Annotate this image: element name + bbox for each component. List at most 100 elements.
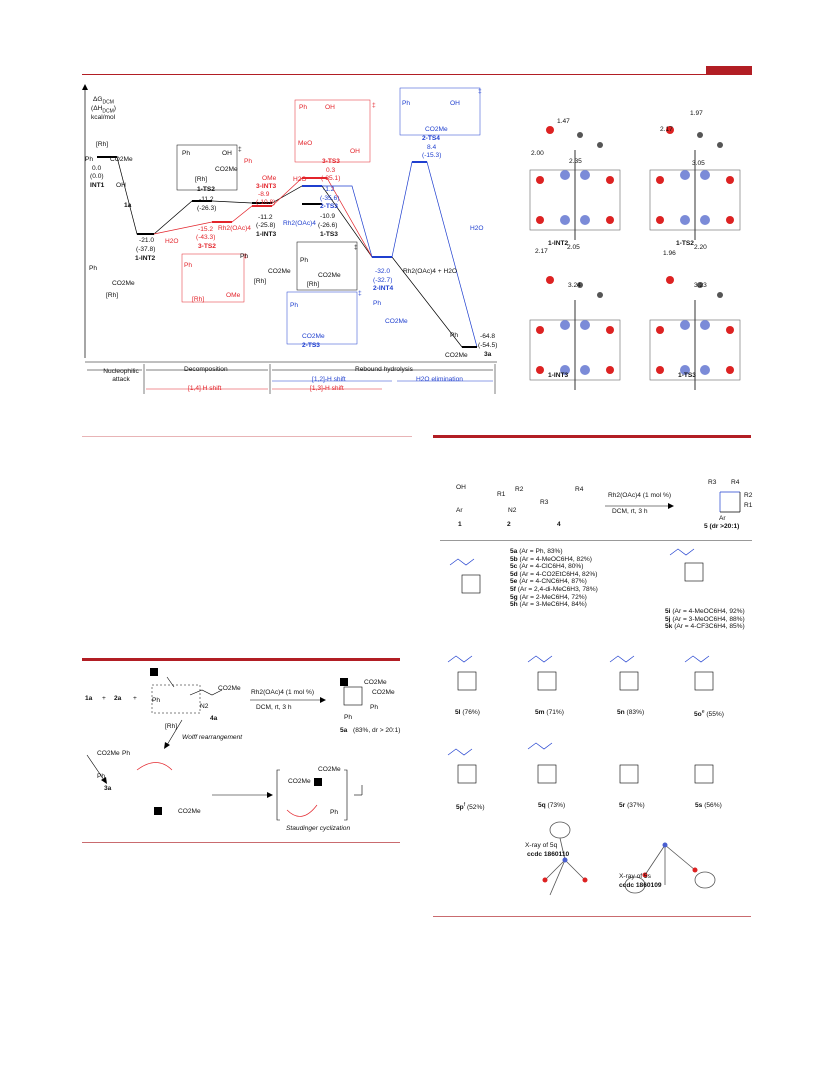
2ts4-name: 2-TS4: [422, 135, 440, 142]
phase-decomposition: Decomposition: [184, 366, 228, 373]
1ts3-g: -10.9: [320, 213, 336, 220]
list-item: 5b (Ar = 4-MeOC6H4, 82%): [510, 555, 592, 563]
energy-profile-diagram: [82, 84, 497, 394]
s2-name: 1-TS2: [676, 240, 694, 247]
axis-unit: kcal/mol: [91, 114, 116, 121]
s2-d1: 1.97: [690, 110, 703, 117]
1ts3-rh: [Rh]: [307, 281, 320, 288]
bottom-n2-4a: N2: [200, 703, 209, 710]
bottom-brk-co2me-2: CO2Me: [318, 766, 341, 773]
bottom-product: 5a: [340, 727, 348, 734]
mid-rule-left: [82, 436, 412, 437]
product-5o: 5oe (55%): [694, 709, 724, 719]
scheme-bottom: [86, 668, 363, 821]
s1-d3: 2.35: [569, 158, 582, 165]
list-item: 5a (Ar = Ph, 83%): [510, 548, 563, 555]
2int4-name: 2-INT4: [373, 285, 394, 292]
1ts3-mark: ‡: [354, 244, 358, 251]
list-item: 5i (Ar = 4-MeOC6H4, 92%): [665, 608, 745, 615]
1int2-co2me: CO2Me: [112, 280, 135, 287]
3ts2-g: -15.2: [198, 226, 214, 233]
top-reagent1-ar: Ar: [456, 507, 463, 514]
ts2-ph1: Ph: [182, 150, 191, 157]
bottom-ph-4a: Ph: [152, 697, 161, 704]
bottom-r2: 2a: [114, 695, 122, 702]
bottom-brk-ph: Ph: [330, 809, 339, 816]
product-5r: 5r (37%): [619, 802, 645, 809]
1int3-co2me: CO2Me: [268, 268, 291, 275]
top-reagent1: 1: [458, 521, 462, 528]
3a-ph: Ph: [450, 332, 459, 339]
2int4-co2me: CO2Me: [385, 318, 408, 325]
s1-d1: 1.47: [557, 118, 570, 125]
top-product-ar: Ar: [719, 515, 726, 522]
2ts4-oh: OH: [450, 100, 460, 107]
ts2-mark: ‡: [238, 146, 242, 153]
bottom-conditions-top: Rh2(OAc)4 (1 mol %): [251, 689, 315, 696]
3ts3-g: 0.3: [326, 167, 336, 174]
3a-co2me: CO2Me: [445, 352, 468, 359]
ts2-rh: [Rh]: [195, 176, 208, 183]
s1-name: 1-INT2: [548, 240, 569, 247]
bottom-product-co2me-1: CO2Me: [364, 679, 387, 686]
phase-h2o-elim: H2O elimination: [416, 376, 463, 383]
rh-cat-blue: Rh2(OAc)4: [283, 220, 316, 227]
bottom-product-ph2: Ph: [344, 714, 353, 721]
int2-h: (-37.8): [136, 246, 156, 253]
substrate-list-2: 5i (Ar = 4-MeOC6H4, 92%) 5j (Ar = 3-MeOC…: [665, 608, 745, 631]
s3-d3: 3.24: [568, 282, 581, 289]
substrate-list: 5a (Ar = Ph, 83%) 5b (Ar = 4-MeOC6H4, 82…: [510, 548, 598, 609]
ts2-name: 1-TS2: [197, 186, 215, 193]
1int3-rh: [Rh]: [254, 278, 267, 285]
int1-h: (0.0): [90, 173, 104, 180]
top-r4: R4: [575, 486, 584, 493]
bottom-int-ph2: Ph: [97, 773, 106, 780]
h2o-red-2: H2O: [293, 176, 307, 183]
int3-h: (-25.8): [256, 222, 276, 229]
product-5n: 5n (83%): [617, 709, 645, 716]
top-conditions-bottom: DCM, rt, 3 h: [612, 508, 648, 515]
list-item: 5c (Ar = 4-ClC6H4, 80%): [510, 563, 584, 571]
s4-d2: 1.96: [663, 250, 676, 257]
product-5l: 5l (76%): [455, 709, 480, 716]
int1-ph: Ph: [85, 156, 94, 163]
3ts2-h: (-43.3): [196, 234, 216, 241]
list-item: 5f (Ar = 2,4-di-MeC6H3, 78%): [510, 585, 598, 593]
int2-g: -21.0: [139, 237, 155, 244]
rh-cat-h2o: Rh2(OAc)4 + H2O: [403, 268, 458, 275]
bottom-plus-1: +: [102, 695, 106, 702]
2ts3-label-bottom: 2-TS3: [302, 342, 320, 349]
structures-3d: [529, 125, 741, 390]
2ts3-ph: Ph: [290, 302, 299, 309]
3ts2-rh: [Rh]: [192, 296, 205, 303]
list-item: 5j (Ar = 3-MeOC6H4, 88%): [665, 615, 745, 623]
s4-d1: 2.20: [694, 244, 707, 251]
3a-g: -64.8: [480, 333, 496, 340]
int1-rh: [Rh]: [96, 141, 109, 148]
bottom-wolff: Wolff rearrangement: [182, 734, 243, 741]
product-5s: 5s (56%): [695, 802, 722, 809]
list-item: 5k (Ar = 4-CF3C6H4, 85%): [665, 623, 745, 631]
bottom-product-yield: (83%, dr > 20:1): [353, 727, 401, 734]
bottom-staudinger: Staudinger cyclization: [286, 825, 351, 832]
2int4-h: (-32.7): [373, 277, 393, 284]
list-item: 5g (Ar = 2-MeC6H4, 72%): [510, 593, 587, 601]
axis-label-h: (ΔHDCM): [91, 105, 116, 115]
product-structures: [447, 548, 714, 784]
h2o-in: H2O: [165, 238, 179, 245]
3ts3-name: 3-TS3: [322, 158, 340, 165]
list-item: 5e (Ar = 4-CNC6H4, 87%): [510, 578, 587, 586]
3a-name: 3a: [484, 351, 492, 358]
int1-co2me: CO2Me: [110, 156, 133, 163]
3ts3-ph: Ph: [299, 104, 308, 111]
s3-d1: 2.17: [535, 248, 548, 255]
top-conditions-top: Rh2(OAc)4 (1 mol %): [608, 492, 672, 499]
top-product-r1: R1: [744, 502, 753, 509]
reagent-1a: 1a: [124, 202, 132, 209]
3ts2-ome: OMe: [226, 292, 241, 299]
2int4-ph: Ph: [373, 300, 382, 307]
mid-rule-right: [433, 435, 751, 438]
1int2-rh: [Rh]: [106, 292, 119, 299]
bottom-r1: 1a: [85, 695, 93, 702]
int3-name: 1-INT3: [256, 231, 277, 238]
